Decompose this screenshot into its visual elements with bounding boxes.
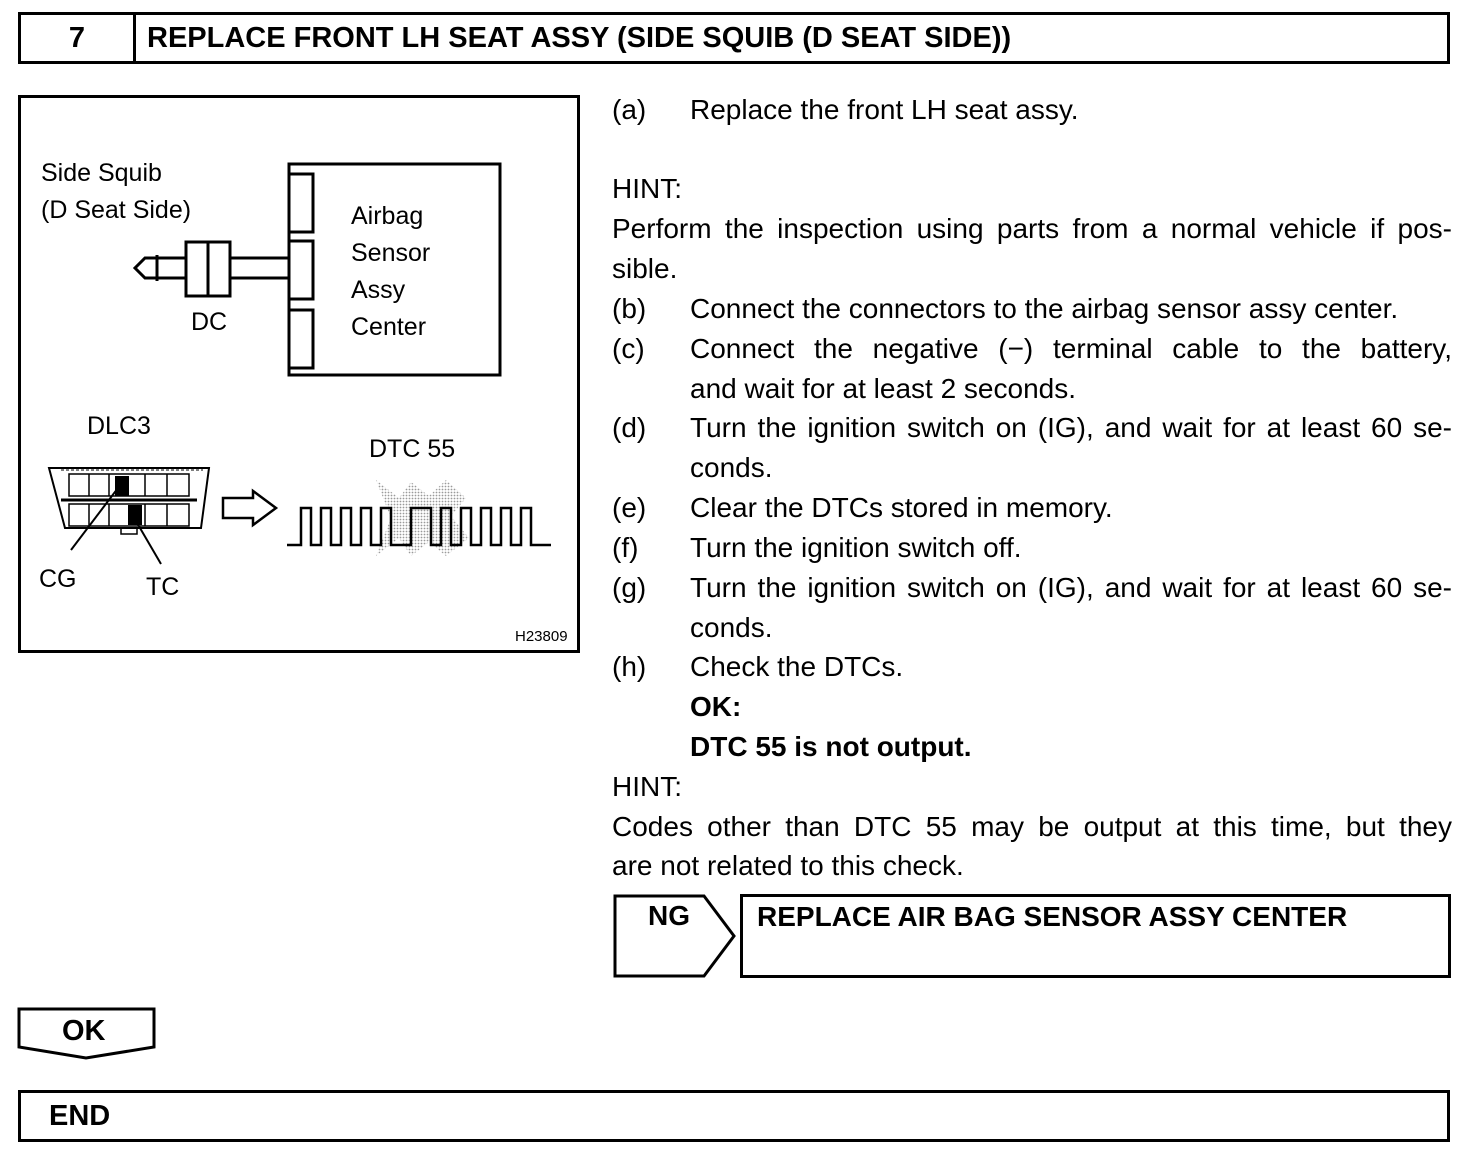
squib-label-line1: Side Squib xyxy=(41,159,162,187)
step-header: 7 REPLACE FRONT LH SEAT ASSY (SIDE SQUIB… xyxy=(18,12,1450,64)
tc-terminal-label: TC xyxy=(146,573,180,601)
step-d-label: (d) xyxy=(612,412,647,443)
step-b-label: (b) xyxy=(612,293,647,324)
dtc-pulse-drawing xyxy=(287,480,551,556)
hint-1-line1: Perform the inspection using parts from … xyxy=(612,209,1452,249)
hint-2-line1-text: Codes other than DTC 55 may be output at… xyxy=(612,811,1452,842)
step-c-cont: and wait for at least 2 seconds. xyxy=(612,369,1452,409)
ok-criteria: DTC 55 is not output. xyxy=(612,727,1452,767)
hint-1-label: HINT: xyxy=(612,169,1452,209)
wiring-figure: Side Squib (D Seat Side) DC Airbag Senso… xyxy=(18,95,580,653)
step-d: (d) Turn the ignition switch on (IG), an… xyxy=(612,408,1452,448)
step-f-text: Turn the ignition switch off. xyxy=(690,532,1022,563)
step-c-line1: Connect the negative (−) terminal cable … xyxy=(690,333,1452,364)
cg-terminal-label: CG xyxy=(39,565,77,593)
step-d-line1: Turn the ignition switch on (IG), and wa… xyxy=(690,412,1452,443)
hint-2-label-text: HINT: xyxy=(612,771,682,802)
ok-arrow-tab[interactable] xyxy=(17,1007,157,1061)
squib-label-line2: (D Seat Side) xyxy=(41,196,192,224)
step-g-line1: Turn the ignition switch on (IG), and wa… xyxy=(690,572,1452,603)
wiring-diagram xyxy=(47,162,551,565)
ecu-label-line1: Airbag xyxy=(351,202,424,230)
step-g-line2: conds. xyxy=(690,612,773,643)
step-g-cont: conds. xyxy=(612,608,1452,648)
ok-criteria-heading-text: OK: xyxy=(690,691,742,722)
dc-connector-label: DC xyxy=(191,308,228,336)
squib-connector-drawing xyxy=(132,162,502,377)
hint-2-line2-text: are not related to this check. xyxy=(612,850,964,881)
step-h: (h) Check the DTCs. xyxy=(612,647,1452,687)
ecu-label-line4: Center xyxy=(351,313,427,341)
ok-criteria-heading: OK: xyxy=(612,687,1452,727)
ok-criteria-text: DTC 55 is not output. xyxy=(690,731,972,762)
end-box: END xyxy=(18,1090,1450,1142)
figure-code: H23809 xyxy=(515,628,568,645)
step-a: (a) Replace the front LH seat assy. xyxy=(612,90,1452,130)
step-c-label: (c) xyxy=(612,333,645,364)
dlc3-connector-drawing xyxy=(47,467,211,565)
step-g-label: (g) xyxy=(612,572,647,603)
step-f-label: (f) xyxy=(612,532,639,563)
step-e-label: (e) xyxy=(612,492,647,523)
step-a-text: Replace the front LH seat assy. xyxy=(690,94,1079,125)
hint-1-line2: sible. xyxy=(612,249,1452,289)
hint-2-line1: Codes other than DTC 55 may be output at… xyxy=(612,807,1452,847)
step-d-line2: conds. xyxy=(690,452,773,483)
ok-tab-label: OK xyxy=(62,1015,106,1047)
step-h-label: (h) xyxy=(612,651,647,682)
ecu-label-line3: Assy xyxy=(351,276,406,304)
step-e: (e) Clear the DTCs stored in memory. xyxy=(612,488,1452,528)
ecu-label-line2: Sensor xyxy=(351,239,431,267)
step-title: REPLACE FRONT LH SEAT ASSY (SIDE SQUIB (… xyxy=(147,21,1012,54)
dlc3-label: DLC3 xyxy=(87,412,151,440)
hint-1-line2-text: sible. xyxy=(612,253,678,284)
dtc-label: DTC 55 xyxy=(369,435,456,463)
step-a-label: (a) xyxy=(612,94,647,125)
step-b: (b) Connect the connectors to the airbag… xyxy=(612,289,1452,329)
step-g: (g) Turn the ignition switch on (IG), an… xyxy=(612,568,1452,608)
step-h-text: Check the DTCs. xyxy=(690,651,904,682)
end-label: END xyxy=(49,1099,111,1132)
ng-action-text: REPLACE AIR BAG SENSOR ASSY CENTER xyxy=(757,901,1348,932)
ng-action-box: REPLACE AIR BAG SENSOR ASSY CENTER xyxy=(740,894,1451,978)
ng-arrow-tab[interactable] xyxy=(612,893,738,979)
hint-2-label: HINT: xyxy=(612,767,1452,807)
step-e-text: Clear the DTCs stored in memory. xyxy=(690,492,1113,523)
hint-1-label-text: HINT: xyxy=(612,173,682,204)
arrow-icon xyxy=(221,488,279,528)
step-b-text: Connect the connectors to the airbag sen… xyxy=(690,293,1399,324)
step-f: (f) Turn the ignition switch off. xyxy=(612,528,1452,568)
hint-1-line1-text: Perform the inspection using parts from … xyxy=(612,213,1452,244)
hint-2-line2: are not related to this check. xyxy=(612,846,1452,886)
ng-label: NG xyxy=(648,900,690,931)
step-c: (c) Connect the negative (−) terminal ca… xyxy=(612,329,1452,369)
step-c-line2: and wait for at least 2 seconds. xyxy=(690,373,1076,404)
step-d-cont: conds. xyxy=(612,448,1452,488)
step-number: 7 xyxy=(21,15,136,61)
